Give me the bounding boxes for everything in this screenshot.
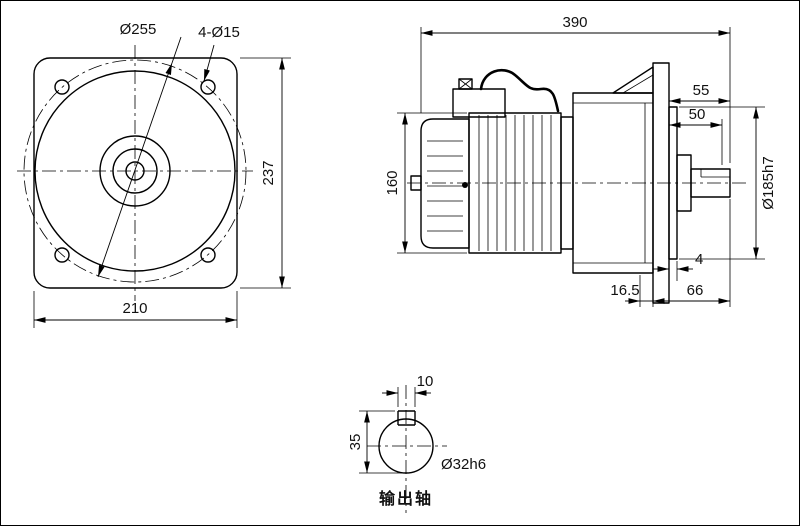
- dim-label-185h7: Ø185h7: [760, 156, 777, 209]
- output-shaft-side: [676, 154, 731, 212]
- dim-motor-height: 160: [384, 112, 467, 254]
- louvers: [427, 140, 463, 232]
- output-shaft-caption: 输出轴: [379, 489, 433, 508]
- gusset-rib: [612, 66, 654, 94]
- dim-flange-width: 210: [33, 291, 238, 328]
- dim-label-bolt-circle: Ø255: [120, 21, 157, 38]
- bolt-hole: [54, 79, 70, 95]
- dim-label-55: 55: [693, 82, 710, 99]
- dim-label-shaft-diameter: Ø32h6: [441, 456, 486, 473]
- drain-plug: [462, 182, 468, 188]
- dim-spigot-diameter: Ø185h7: [679, 106, 777, 260]
- dim-label-35: 35: [347, 434, 364, 451]
- cooling-fins: [478, 115, 552, 251]
- terminal-box: [452, 68, 560, 118]
- shaft-section-view: 10 35 Ø32h6 输出轴: [347, 373, 486, 513]
- dim-mounting-holes: 4-Ø15: [198, 24, 240, 82]
- dim-label-width: 210: [122, 300, 147, 317]
- dim-key-width: 10: [382, 373, 433, 407]
- dim-label-66: 66: [687, 282, 704, 299]
- front-flange-view: Ø255 4-Ø15 237 210: [17, 21, 291, 328]
- motor-body: [462, 112, 562, 254]
- dim-label-160: 160: [384, 170, 401, 195]
- dim-label-holes: 4-Ø15: [198, 24, 240, 41]
- dim-bolt-circle-diameter: Ø255: [97, 21, 182, 278]
- side-view: 390 55 50 160 Ø185h7 4: [384, 14, 777, 307]
- dim-label-height: 237: [260, 160, 277, 185]
- keyway: [397, 410, 416, 426]
- power-cable: [479, 68, 560, 113]
- shaft-circle: [378, 418, 434, 474]
- dim-label-50: 50: [689, 106, 706, 123]
- bolt-hole: [200, 247, 216, 263]
- dim-label-10: 10: [417, 373, 434, 390]
- dim-total-length: 390: [420, 14, 731, 163]
- dim-shaft-length: 50: [669, 106, 723, 165]
- dim-label-4: 4: [695, 251, 703, 268]
- centerlines: [17, 45, 253, 301]
- dim-shaft-assembly-length: 55: [669, 82, 730, 104]
- fan-cowl: [410, 118, 470, 249]
- dim-label-total-length: 390: [562, 14, 587, 31]
- dim-height-over-key: 35: [347, 410, 403, 474]
- dim-flange-offset-and-shaft-extension: 16.5 66: [610, 199, 731, 307]
- bolt-hole: [54, 247, 70, 263]
- dim-spigot-depth: 4: [653, 251, 703, 281]
- dim-flange-height: 237: [240, 57, 291, 289]
- dim-label-16-5: 16.5: [610, 282, 639, 299]
